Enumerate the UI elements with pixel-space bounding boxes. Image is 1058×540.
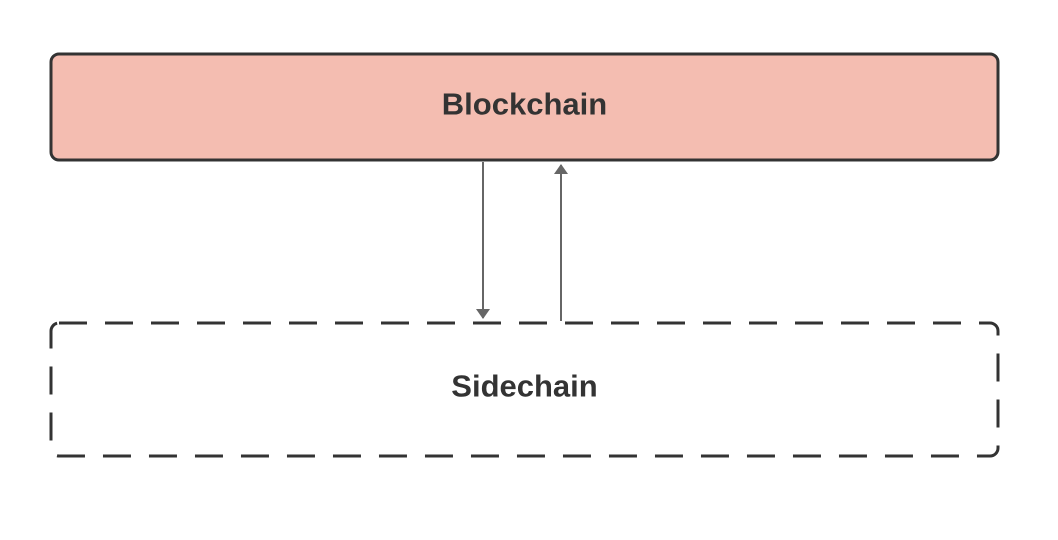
sidechain-node: Sidechain xyxy=(49,321,1000,458)
blockchain-label: Blockchain xyxy=(442,87,607,122)
blockchain-box xyxy=(49,52,1000,162)
sidechain-box xyxy=(49,321,1000,458)
sidechain-label: Sidechain xyxy=(451,369,597,404)
blockchain-node: Blockchain xyxy=(49,52,1000,162)
